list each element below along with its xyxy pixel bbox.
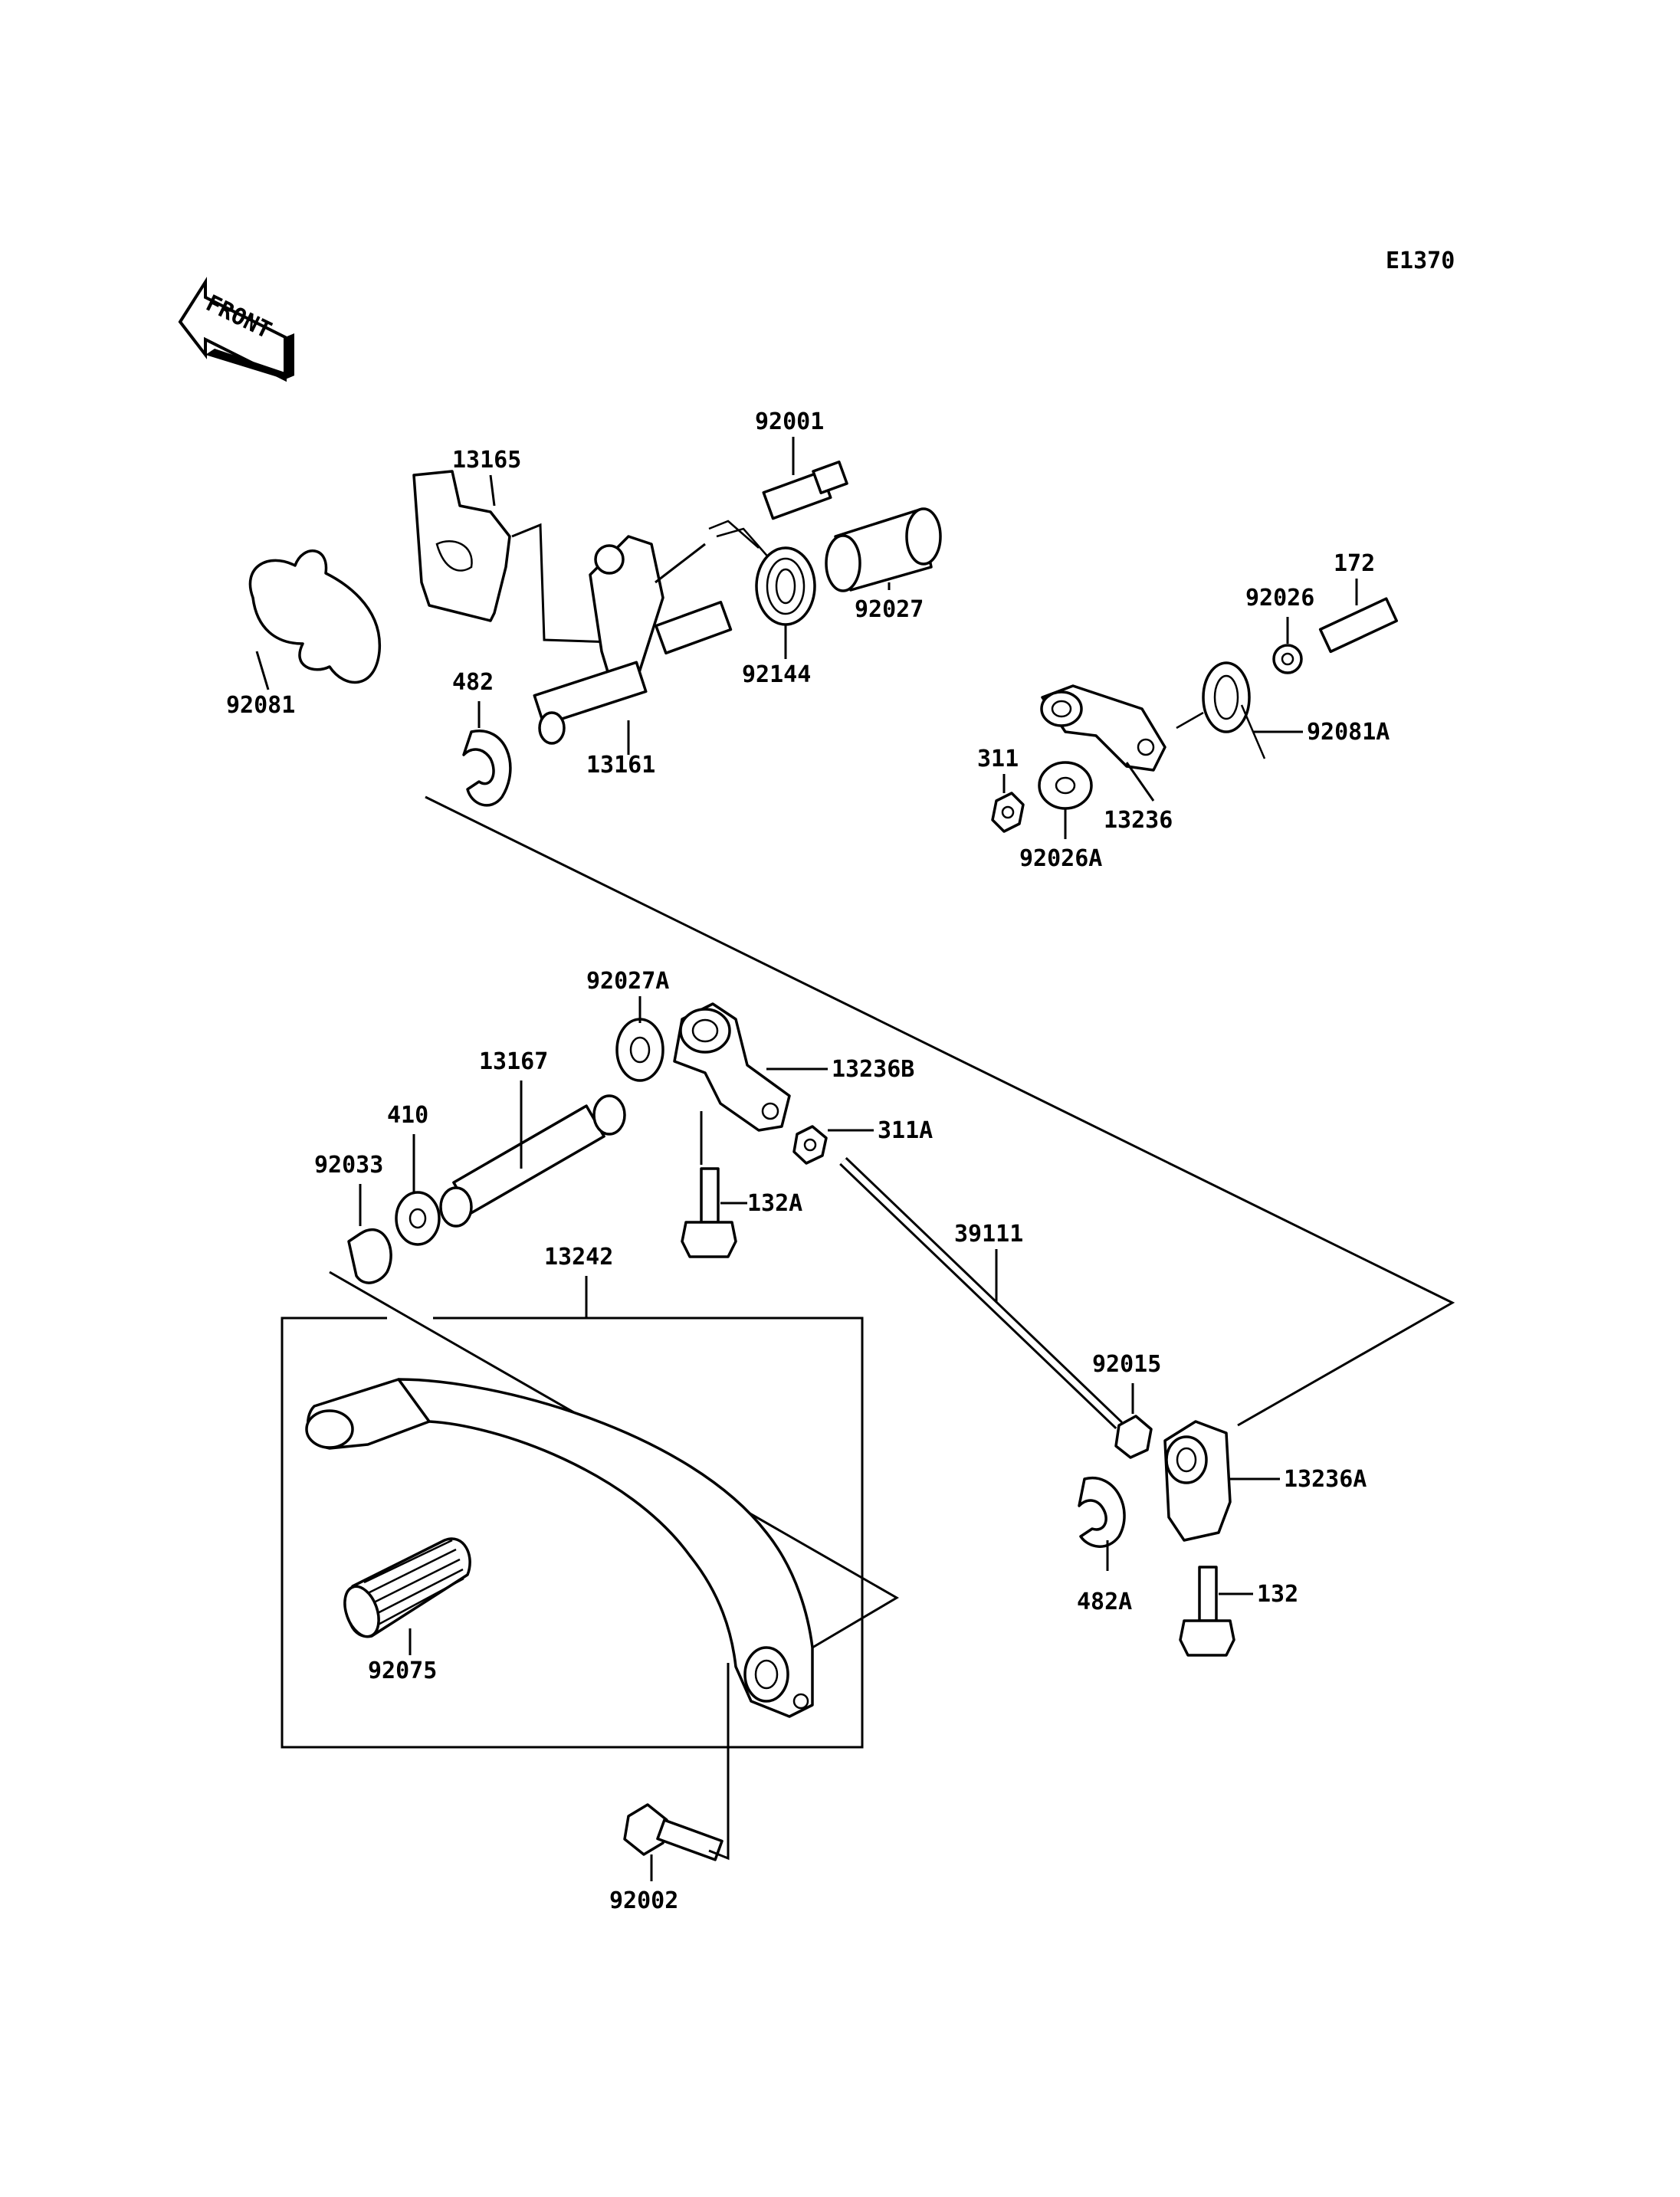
leader-13165: [489, 474, 496, 507]
circlip-482A: [1078, 1476, 1126, 1548]
washer-92026A-hole: [1055, 776, 1076, 795]
leader-92081: [255, 651, 270, 690]
label-92033: 92033: [314, 1152, 383, 1179]
label-13167: 13167: [479, 1048, 548, 1075]
washer-92026-hole: [1281, 652, 1294, 666]
bolt-92002: [623, 1803, 724, 1861]
label-13242: 13242: [544, 1244, 613, 1271]
label-39111: 39111: [954, 1221, 1023, 1248]
nut-311A: [792, 1125, 828, 1165]
label-92002: 92002: [609, 1887, 678, 1914]
lever-13236B: [673, 1002, 791, 1132]
label-311A: 311A: [878, 1117, 933, 1144]
washer-92027A-hole: [629, 1036, 651, 1064]
spring-92144: [708, 520, 816, 626]
connection-line-shaft: [425, 795, 1455, 1427]
leader-13236: [1125, 762, 1155, 802]
clamp-13236A: [1163, 1420, 1232, 1542]
label-410: 410: [387, 1102, 428, 1129]
label-13236A: 13236A: [1284, 1466, 1367, 1493]
washer-92026A: [1038, 761, 1093, 810]
label-13236: 13236: [1104, 807, 1173, 834]
label-92144: 92144: [742, 661, 811, 688]
label-92081A: 92081A: [1307, 719, 1390, 746]
label-13236B: 13236B: [832, 1056, 914, 1083]
label-311: 311: [977, 746, 1019, 772]
label-13161: 13161: [586, 752, 655, 779]
label-92001: 92001: [755, 408, 824, 435]
washer-410-hole: [409, 1208, 427, 1229]
washer-92027A: [615, 1018, 664, 1082]
circlip-92033: [347, 1228, 392, 1284]
leader-92002-link: [708, 1663, 730, 1861]
pin-172: [1318, 597, 1399, 654]
washer-410: [395, 1191, 441, 1246]
washer-92026: [1272, 644, 1303, 674]
seal-ring-92081: [248, 549, 381, 684]
nut-311A-hole: [803, 1138, 817, 1152]
nut-92015: [1114, 1415, 1153, 1459]
label-92026A: 92026A: [1019, 845, 1102, 872]
nut-311: [991, 792, 1025, 833]
label-92026: 92026: [1245, 585, 1314, 612]
shift-pedal-13242: [305, 1378, 814, 1718]
circlip-482: [462, 730, 512, 807]
label-132A: 132A: [747, 1190, 802, 1217]
tie-rod-39111: [839, 1156, 1123, 1430]
diagram-code: E1370: [1386, 248, 1455, 274]
label-132: 132: [1257, 1581, 1298, 1608]
label-92027A: 92027A: [586, 968, 669, 995]
spring-92081A: [1176, 661, 1266, 759]
assembly-box-13242: [281, 1317, 864, 1749]
label-92027: 92027: [855, 596, 924, 623]
shaft-13167: [439, 1094, 626, 1228]
nut-311-hole: [1001, 805, 1015, 819]
front-arrow-icon: FRONT: [178, 277, 294, 382]
label-92015: 92015: [1092, 1351, 1161, 1378]
leader-13165-link: [511, 523, 614, 644]
shift-shaft-13161: [533, 535, 733, 745]
stud-92001: [762, 460, 848, 520]
label-92075: 92075: [368, 1658, 437, 1684]
label-13165: 13165: [452, 447, 521, 474]
collar-92027: [825, 507, 942, 592]
label-92081: 92081: [226, 692, 295, 719]
pedal-rubber-92075: [343, 1537, 471, 1638]
bolt-132A: [681, 1167, 737, 1258]
label-482: 482: [452, 669, 494, 696]
bolt-132: [1179, 1566, 1235, 1657]
arm-13236: [1040, 684, 1166, 772]
label-172: 172: [1334, 550, 1375, 577]
leader-13161-link: [655, 543, 706, 584]
connection-line-lever: [329, 1271, 899, 1649]
plate-13165: [412, 470, 511, 622]
label-482A: 482A: [1077, 1589, 1132, 1615]
